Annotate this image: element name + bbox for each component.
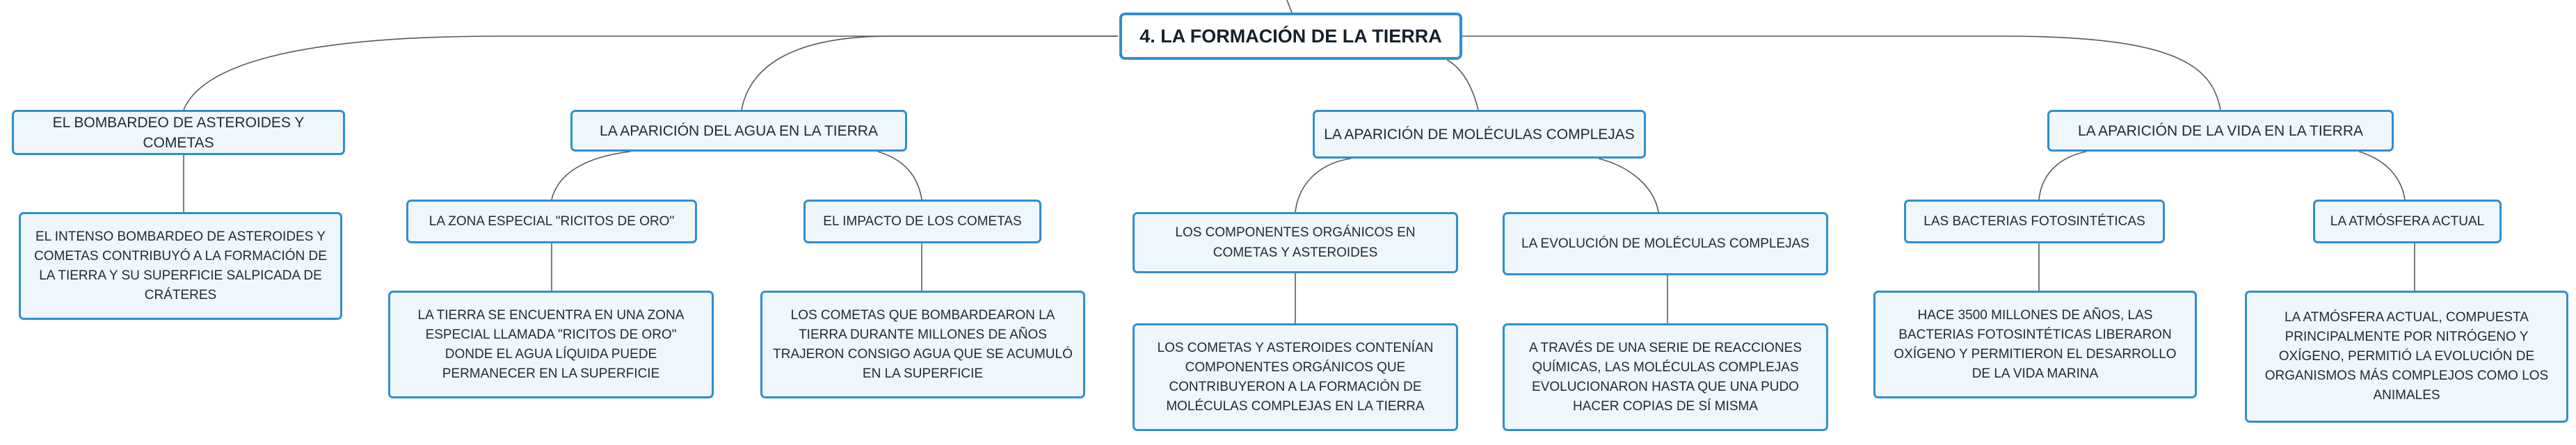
connector-b4-to-c1 [2038,151,2087,200]
detail-evolucion-moleculas[interactable]: A TRAVÉS DE UNA SERIE DE REACCIONES QUÍM… [1503,323,1828,431]
topic-bombardeo[interactable]: EL BOMBARDEO DE ASTEROIDES Y COMETAS [12,110,345,155]
detail-impacto-cometas-text: LOS COMETAS QUE BOMBARDEARON LA TIERRA D… [773,307,1073,381]
connector-root-to-branch-4 [1462,35,2221,111]
detail-ricitos-de-oro[interactable]: LA TIERRA SE ENCUENTRA EN UNA ZONA ESPEC… [388,291,714,398]
detail-componentes-organicos[interactable]: LOS COMETAS Y ASTEROIDES CONTENÍAN COMPO… [1133,323,1458,431]
subtopic-impacto-cometas-label: EL IMPACTO DE LOS COMETAS [823,214,1022,229]
connector-root-top [1286,0,1293,13]
connector-b3-to-c1 [1295,158,1352,213]
connector-root-to-branch-1 [183,35,1118,111]
subtopic-componentes-organicos[interactable]: LOS COMPONENTES ORGÁNICOS EN COMETAS Y A… [1133,212,1458,273]
connector-root-to-branch-2 [741,35,1118,111]
detail-bacterias-text: HACE 3500 MILLONES DE AÑOS, LAS BACTERIA… [1894,307,2177,381]
subtopic-evolucion-moleculas-label: LA EVOLUCIÓN DE MOLÉCULAS COMPLEJAS [1521,236,1809,251]
detail-atmosfera-text: LA ATMÓSFERA ACTUAL, COMPUESTA PRINCIPAL… [2264,310,2549,403]
topic-agua-label: LA APARICIÓN DEL AGUA EN LA TIERRA [600,122,878,139]
connector-b2-to-c2 [877,151,922,200]
topic-moleculas[interactable]: LA APARICIÓN DE MOLÉCULAS COMPLEJAS [1313,110,1646,159]
connector-b3-to-c2 [1598,158,1659,213]
connector-b2-to-c1 [551,151,631,200]
topic-vida-label: LA APARICIÓN DE LA VIDA EN LA TIERRA [2077,122,2364,139]
connector-root-to-branch-3 [1446,59,1479,111]
topic-moleculas-label: LA APARICIÓN DE MOLÉCULAS COMPLEJAS [1324,126,1635,143]
detail-ricitos-de-oro-text: LA TIERRA SE ENCUENTRA EN UNA ZONA ESPEC… [417,307,685,381]
detail-bacterias[interactable]: HACE 3500 MILLONES DE AÑOS, LAS BACTERIA… [1873,291,2197,398]
subtopic-bacterias[interactable]: LAS BACTERIAS FOTOSINTÉTICAS [1904,200,2165,243]
detail-atmosfera[interactable]: LA ATMÓSFERA ACTUAL, COMPUESTA PRINCIPAL… [2245,291,2568,423]
subtopic-evolucion-moleculas[interactable]: LA EVOLUCIÓN DE MOLÉCULAS COMPLEJAS [1503,212,1828,275]
subtopic-impacto-cometas[interactable]: EL IMPACTO DE LOS COMETAS [803,200,1041,243]
root-topic[interactable]: 4. LA FORMACIÓN DE LA TIERRA [1119,13,1462,60]
subtopic-ricitos-de-oro[interactable]: LA ZONA ESPECIAL "RICITOS DE ORO" [406,200,697,243]
subtopic-bacterias-label: LAS BACTERIAS FOTOSINTÉTICAS [1923,214,2145,229]
subtopic-ricitos-de-oro-label: LA ZONA ESPECIAL "RICITOS DE ORO" [429,214,675,229]
root-topic-label: 4. LA FORMACIÓN DE LA TIERRA [1139,25,1442,47]
detail-evolucion-moleculas-text: A TRAVÉS DE UNA SERIE DE REACCIONES QUÍM… [1528,340,1802,414]
detail-componentes-organicos-text: LOS COMETAS Y ASTEROIDES CONTENÍAN COMPO… [1157,340,1434,414]
connector-b4-to-c2 [2358,151,2406,200]
detail-impacto-cometas[interactable]: LOS COMETAS QUE BOMBARDEARON LA TIERRA D… [760,291,1085,398]
topic-bombardeo-label: EL BOMBARDEO DE ASTEROIDES Y COMETAS [52,114,305,151]
subtopic-atmosfera[interactable]: LA ATMÓSFERA ACTUAL [2313,200,2502,243]
subtopic-componentes-organicos-label: LOS COMPONENTES ORGÁNICOS EN COMETAS Y A… [1175,225,1416,260]
topic-agua[interactable]: LA APARICIÓN DEL AGUA EN LA TIERRA [570,110,907,152]
topic-vida[interactable]: LA APARICIÓN DE LA VIDA EN LA TIERRA [2047,110,2394,152]
detail-bombardeo[interactable]: EL INTENSO BOMBARDEO DE ASTEROIDES Y COM… [19,212,342,320]
detail-bombardeo-text: EL INTENSO BOMBARDEO DE ASTEROIDES Y COM… [34,229,327,302]
subtopic-atmosfera-label: LA ATMÓSFERA ACTUAL [2330,214,2485,229]
